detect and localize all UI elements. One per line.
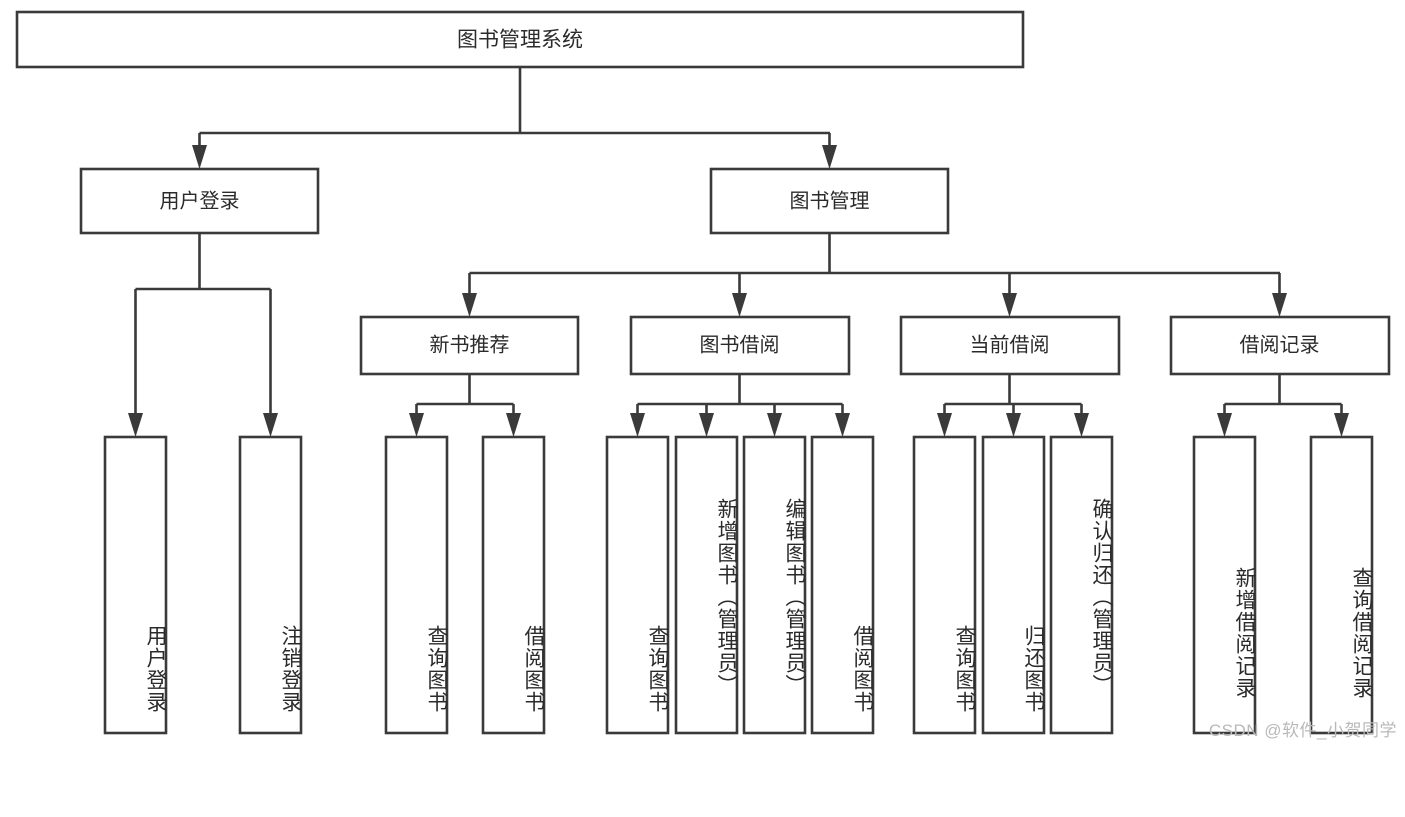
arrow-to-book-management	[822, 145, 837, 169]
node-book-borrow-box	[629, 315, 851, 376]
arrow-to-new-book-recommend	[462, 293, 477, 317]
leaf-query-borrow-record-box[interactable]	[1309, 435, 1374, 735]
node-book-management-label: 图书管理	[790, 189, 870, 212]
arrow-to-leaf-query-book-recommend	[409, 413, 424, 437]
leaf-edit-book-admin-box[interactable]	[742, 435, 807, 735]
arrow-to-leaf-return-book	[1006, 413, 1021, 437]
edge-user-login-to-leaves	[134, 233, 272, 420]
connectors-layer	[128, 67, 1349, 437]
node-user-login[interactable]: 用户登录	[79, 167, 320, 235]
node-book-borrow[interactable]: 图书借阅	[629, 315, 851, 376]
diagram-canvas: 图书管理系统 用户登录 图书管理 新书推荐 图书借阅 当前借阅 借阅记录	[15, 10, 1397, 740]
arrow-to-leaf-edit-book-admin	[767, 413, 782, 437]
leaf-query-book-current-box[interactable]	[912, 435, 977, 735]
arrow-to-leaf-query-book-current	[937, 413, 952, 437]
edge-borrow-to-leaves	[636, 374, 844, 420]
arrow-to-book-borrow	[732, 293, 747, 317]
edge-book-management-to-level3	[468, 233, 1281, 300]
leaf-confirm-return-admin-box[interactable]	[1049, 435, 1114, 735]
leaf-query-book-recommend-box[interactable]	[384, 435, 449, 735]
leaf-add-borrow-record-box[interactable]	[1192, 435, 1257, 735]
node-new-book-recommend-box	[359, 315, 580, 376]
node-current-borrow[interactable]: 当前借阅	[899, 315, 1121, 376]
leaf-boxes-layer	[103, 435, 1374, 735]
node-new-book-recommend[interactable]: 新书推荐	[359, 315, 580, 376]
leaf-borrow-book-box[interactable]	[810, 435, 875, 735]
arrow-to-current-borrow	[1002, 293, 1017, 317]
node-root[interactable]: 图书管理系统	[15, 10, 1025, 69]
leaf-logout-login-box[interactable]	[238, 435, 303, 735]
node-current-borrow-box	[899, 315, 1121, 376]
node-borrow-record-box	[1169, 315, 1391, 376]
node-borrow-record[interactable]: 借阅记录	[1169, 315, 1391, 376]
arrow-to-leaf-borrow-book-recommend	[506, 413, 521, 437]
arrow-to-leaf-borrow-book	[835, 413, 850, 437]
node-root-box	[15, 10, 1025, 69]
node-new-book-recommend-label: 新书推荐	[430, 333, 510, 356]
leaf-add-book-admin-box[interactable]	[674, 435, 739, 735]
node-current-borrow-label: 当前借阅	[970, 333, 1050, 356]
arrow-to-leaf-logout-login	[263, 413, 278, 437]
arrow-to-borrow-record	[1272, 293, 1287, 317]
csdn-watermark: CSDN @软件_小贺同学	[1208, 721, 1397, 740]
arrow-to-leaf-add-borrow-record	[1217, 413, 1232, 437]
edge-current-to-leaves	[943, 374, 1083, 420]
edge-root-to-level2	[198, 67, 831, 152]
leaf-user-login-box[interactable]	[103, 435, 168, 735]
node-user-login-box	[79, 167, 320, 235]
arrow-to-leaf-add-book-admin	[699, 413, 714, 437]
node-root-label: 图书管理系统	[457, 29, 583, 52]
node-book-borrow-label: 图书借阅	[700, 333, 780, 356]
tree-diagram-svg: 图书管理系统 用户登录 图书管理 新书推荐 图书借阅 当前借阅 借阅记录	[15, 10, 1391, 735]
edge-recommend-to-leaves	[415, 374, 515, 420]
node-book-management[interactable]: 图书管理	[709, 167, 950, 235]
node-book-management-box	[709, 167, 950, 235]
node-user-login-label: 用户登录	[160, 189, 240, 212]
edge-record-to-leaves	[1223, 374, 1343, 420]
arrow-to-user-login	[192, 145, 207, 169]
leaf-query-book-borrow-box[interactable]	[605, 435, 670, 735]
arrow-to-leaf-user-login	[128, 413, 143, 437]
leaf-return-book-box[interactable]	[981, 435, 1046, 735]
arrow-to-leaf-confirm-return-admin	[1074, 413, 1089, 437]
leaf-borrow-book-recommend-box[interactable]	[481, 435, 546, 735]
node-borrow-record-label: 借阅记录	[1240, 333, 1320, 356]
arrow-to-leaf-query-book-borrow	[630, 413, 645, 437]
arrow-to-leaf-query-borrow-record	[1334, 413, 1349, 437]
